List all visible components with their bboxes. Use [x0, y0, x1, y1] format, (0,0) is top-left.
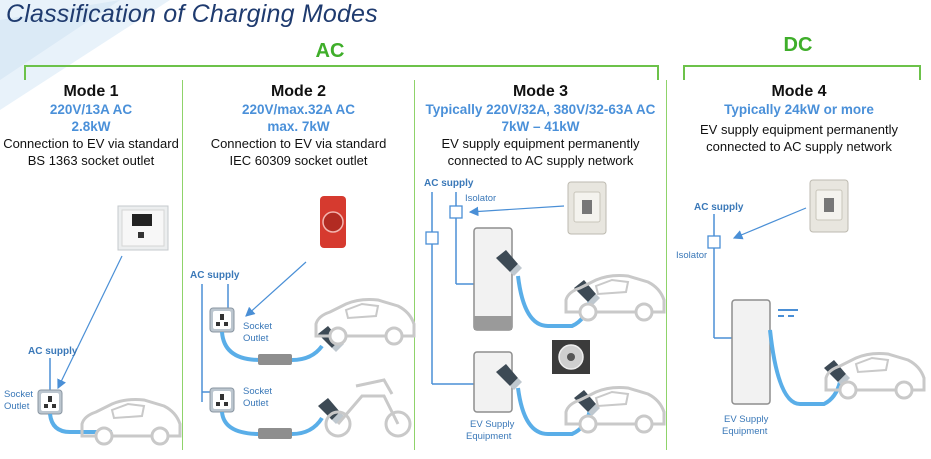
mode-4-title: Mode 4	[771, 83, 827, 100]
dc-group-label: DC	[783, 34, 813, 56]
mode-4-ev-supply-label: EV Supply	[724, 414, 769, 425]
mode-1-ac-supply-label: AC supply	[28, 346, 78, 357]
mode-4-diagram	[707, 179, 926, 406]
mode-4-desc-line1: EV supply equipment permanently	[699, 122, 898, 137]
separator-2	[414, 80, 415, 450]
mode-2-desc-line2: IEC 60309 socket outlet	[229, 153, 368, 168]
mode-3-ev-supply-label: EV Supply	[470, 419, 515, 430]
mode-2-desc-line1: Connection to EV via standard	[210, 136, 387, 151]
mode-3-spec-power: 7kW – 41kW	[501, 119, 580, 134]
mode-4-header: Mode 4 Typically 24kW or more EV supply …	[667, 82, 931, 155]
mode-3-title: Mode 3	[512, 83, 569, 100]
mode-4-spec-power: Typically 24kW or more	[724, 102, 874, 117]
page-title: Classification of Charging Modes	[6, 0, 378, 28]
mode-2-socket-label-2: Socket	[243, 386, 273, 397]
mode-2-outlet-label-1: Outlet	[243, 333, 269, 344]
mode-1-diagram	[37, 205, 182, 446]
mode-1-title: Mode 1	[63, 83, 119, 100]
mode-1-outlet-label: Outlet	[4, 401, 30, 412]
background-decoration	[0, 0, 170, 110]
mode-2-header: Mode 2 220V/max.32A AC max. 7kW Connecti…	[183, 82, 414, 169]
mode-3-diagram	[425, 181, 666, 436]
mode-4-equipment-label: Equipment	[722, 426, 768, 437]
mode-1-desc-line2: BS 1363 socket outlet	[27, 153, 155, 168]
mode-1-socket-label: Socket	[4, 389, 34, 400]
separator-1	[182, 80, 183, 450]
mode-3-isolator-label: Isolator	[465, 193, 497, 204]
mode-3-spec-voltage: Typically 220V/32A, 380V/32-63A AC	[425, 102, 656, 117]
mode-1-spec-power: 2.8kW	[71, 119, 111, 134]
mode-3-ac-supply-label: AC supply	[424, 178, 474, 189]
mode-1-spec-voltage: 220V/13A AC	[49, 102, 133, 117]
mode-1-desc-line1: Connection to EV via standard	[3, 136, 179, 151]
mode-3-header: Mode 3 Typically 220V/32A, 380V/32-63A A…	[415, 82, 666, 169]
mode-3-desc-line1: EV supply equipment permanently	[441, 136, 640, 151]
mode-2-spec-power: max. 7kW	[267, 119, 330, 134]
mode-2-spec-voltage: 220V/max.32A AC	[241, 102, 356, 117]
mode-3-equipment-label: Equipment	[466, 431, 512, 442]
ac-group-label: AC	[315, 40, 345, 62]
mode-2-ac-supply-label: AC supply	[190, 270, 240, 281]
mode-4-ac-supply-label: AC supply	[694, 202, 744, 213]
mode-2-title: Mode 2	[270, 83, 327, 100]
mode-2-outlet-label-2: Outlet	[243, 398, 269, 409]
mode-2-socket-label-1: Socket	[243, 321, 273, 332]
separator-3	[666, 80, 667, 450]
mode-2-diagram	[201, 196, 416, 439]
mode-1-header: Mode 1 220V/13A AC 2.8kW Connection to E…	[0, 82, 182, 169]
mode-4-isolator-label: Isolator	[676, 250, 708, 261]
mode-3-desc-line2: connected to AC supply network	[447, 153, 634, 168]
mode-4-desc-line2: connected to AC supply network	[706, 139, 892, 154]
